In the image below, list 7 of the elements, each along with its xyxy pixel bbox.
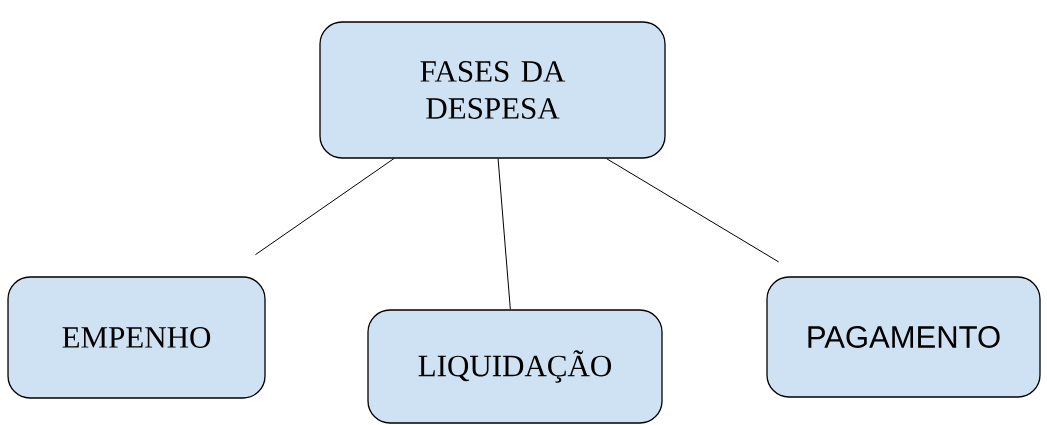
process-box: PAGAMENTO <box>766 276 1041 398</box>
connector-line <box>606 158 780 263</box>
process-box: FASES DA DESPESA <box>319 21 666 159</box>
process-box: EMPENHO <box>7 276 266 399</box>
process-box: LIQUIDAÇÃO <box>367 309 663 424</box>
connector-line <box>254 158 395 256</box>
connector-line <box>497 158 511 310</box>
